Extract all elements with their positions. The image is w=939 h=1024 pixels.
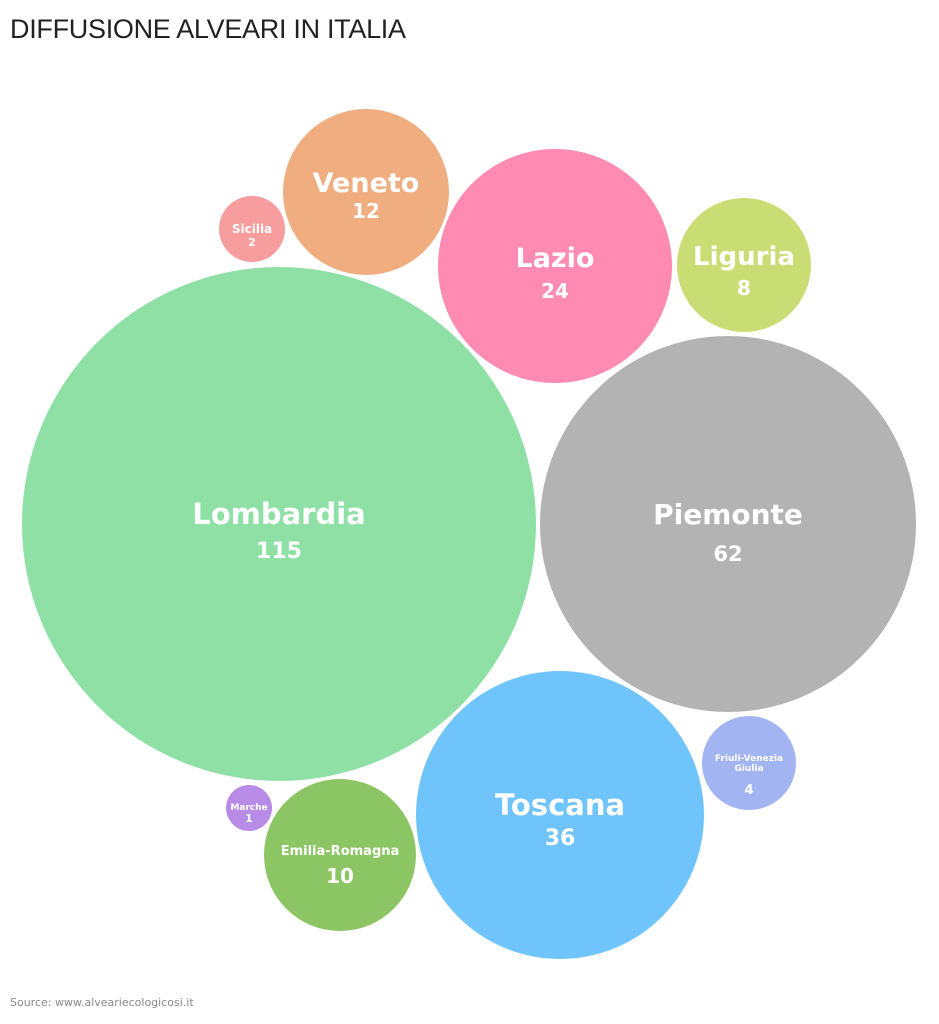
bubble-label: Lazio	[516, 243, 595, 274]
bubble-circle	[283, 109, 449, 275]
bubble-label: Lombardia	[192, 497, 366, 531]
bubble-value: 24	[541, 279, 569, 303]
bubble-value: 4	[744, 783, 753, 798]
bubble-label: Liguria	[693, 242, 795, 272]
bubble-emilia-romagna: Emilia-Romagna 10	[264, 779, 416, 931]
bubble-label: Piemonte	[653, 498, 803, 531]
bubble-value: 2	[248, 236, 256, 249]
bubble-label: Emilia-Romagna	[281, 844, 400, 859]
bubble-circle	[438, 149, 672, 383]
source-note: Source: www.alveariecologicosi.it	[10, 996, 194, 1009]
bubble-value: 8	[737, 276, 751, 300]
bubble-circle	[677, 198, 811, 332]
bubble-circle	[226, 785, 272, 831]
bubble-label: Sicilia	[232, 222, 272, 236]
chart-title: DIFFUSIONE ALVEARI IN ITALIA	[10, 14, 406, 44]
bubble-circle	[702, 716, 796, 810]
bubble-lombardia: Lombardia 115	[22, 267, 536, 781]
bubble-liguria: Liguria 8	[677, 198, 811, 332]
bubble-toscana: Toscana 36	[416, 671, 704, 959]
bubble-label: Veneto	[313, 168, 420, 199]
bubble-label: Marche	[230, 803, 267, 813]
bubble-value: 36	[545, 826, 576, 851]
bubble-circle	[219, 196, 285, 262]
bubble-value: 12	[352, 199, 380, 223]
bubble-piemonte: Piemonte 62	[540, 336, 916, 712]
bubble-value: 1	[245, 812, 253, 825]
bubble-value: 115	[256, 539, 302, 564]
bubble-circle	[416, 671, 704, 959]
bubble-label: Toscana	[495, 788, 625, 822]
bubble-circle	[264, 779, 416, 931]
bubble-circle	[22, 267, 536, 781]
bubble-value: 10	[326, 864, 354, 888]
bubble-circle	[540, 336, 916, 712]
bubble-lazio: Lazio 24	[438, 149, 672, 383]
bubble-value: 62	[713, 542, 742, 566]
